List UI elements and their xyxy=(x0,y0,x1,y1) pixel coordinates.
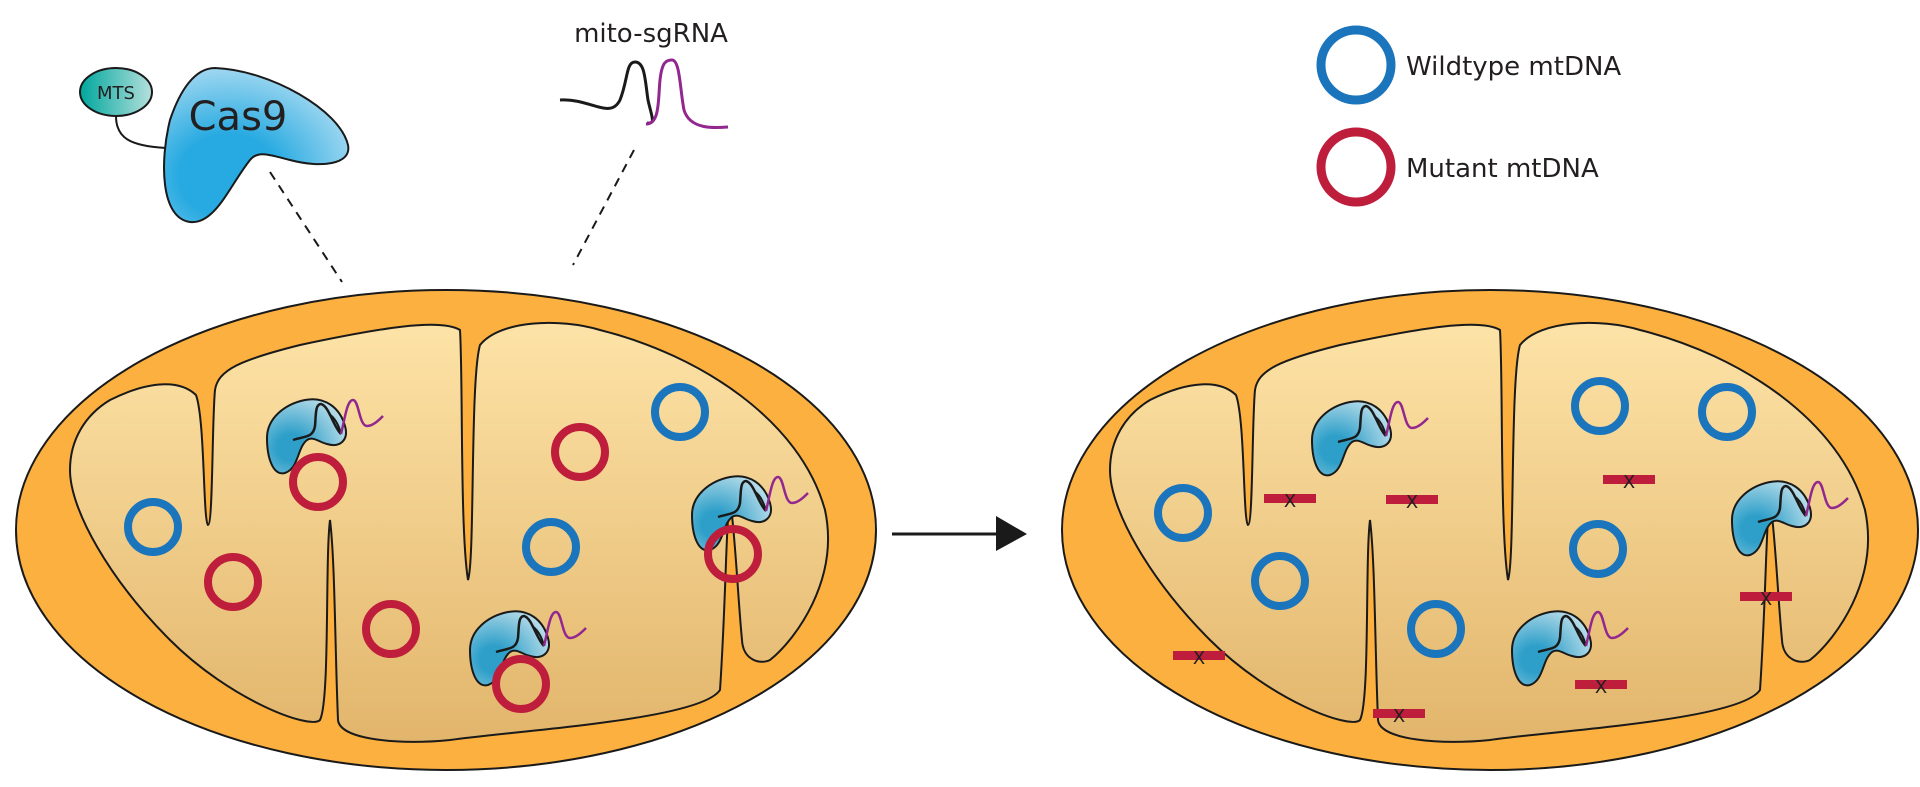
cleaved-mutant-mtdna: X xyxy=(1603,472,1655,493)
cleaved-mutant-mtdna: X xyxy=(1373,706,1425,727)
svg-text:X: X xyxy=(1393,706,1405,727)
mts-linker xyxy=(115,115,167,149)
wildtype-mtdna xyxy=(1698,383,1756,441)
wildtype-mtdna xyxy=(1154,484,1212,542)
cleaved-mutant-mtdna: X xyxy=(1386,492,1438,513)
wildtype-mtdna xyxy=(522,518,580,576)
wildtype-mtdna xyxy=(1569,520,1627,578)
cas9-label: Cas9 xyxy=(189,94,288,140)
svg-text:X: X xyxy=(1623,472,1635,493)
sgrna-illustration: mito-sgRNA xyxy=(559,19,729,266)
svg-text:X: X xyxy=(1760,589,1772,610)
svg-text:X: X xyxy=(1595,677,1607,698)
inner-membrane-matrix xyxy=(1108,321,1869,743)
legend-wildtype-icon xyxy=(1316,25,1396,105)
mutant-mtdna xyxy=(362,600,420,658)
wildtype-mtdna xyxy=(124,498,182,556)
wildtype-mtdna xyxy=(1407,600,1465,658)
sgrna-scaffold-segment xyxy=(645,58,729,130)
wildtype-mtdna xyxy=(651,383,709,441)
process-arrow xyxy=(892,516,1027,551)
mutant-mtdna-bound xyxy=(704,525,762,583)
mitochondrion-after: X X X X X X X xyxy=(1061,289,1919,771)
svg-text:X: X xyxy=(1193,648,1205,669)
cleaved-mutant-mtdna: X xyxy=(1264,491,1316,512)
svg-text:X: X xyxy=(1284,491,1296,512)
dashed-pointer-sgrna xyxy=(572,149,635,266)
cleaved-mutant-mtdna: X xyxy=(1575,677,1627,698)
mts-label: MTS xyxy=(97,83,135,104)
svg-text:X: X xyxy=(1406,492,1418,513)
legend: Wildtype mtDNA Mutant mtDNA xyxy=(1316,25,1621,207)
sgrna-guide-segment xyxy=(559,60,654,125)
legend-mutant-icon xyxy=(1316,127,1396,207)
inner-membrane-matrix xyxy=(68,321,829,743)
dashed-pointer-cas9 xyxy=(269,171,343,283)
legend-mutant-label: Mutant mtDNA xyxy=(1406,154,1599,184)
cas9-protein-illustration: MTS Cas9 xyxy=(79,66,350,283)
legend-wildtype-label: Wildtype mtDNA xyxy=(1406,52,1621,82)
mutant-mtdna-bound xyxy=(492,655,550,713)
sgrna-label: mito-sgRNA xyxy=(574,19,728,49)
mutant-mtdna xyxy=(204,553,262,611)
mutant-mtdna-bound xyxy=(289,453,347,511)
cas9-shape xyxy=(163,66,350,224)
cleaved-mutant-mtdna: X xyxy=(1740,589,1792,610)
wildtype-mtdna xyxy=(1571,377,1629,435)
mutant-mtdna xyxy=(551,423,609,481)
mitochondrion-before xyxy=(15,289,877,771)
wildtype-mtdna xyxy=(1251,552,1309,610)
cleaved-mutant-mtdna: X xyxy=(1173,648,1225,669)
